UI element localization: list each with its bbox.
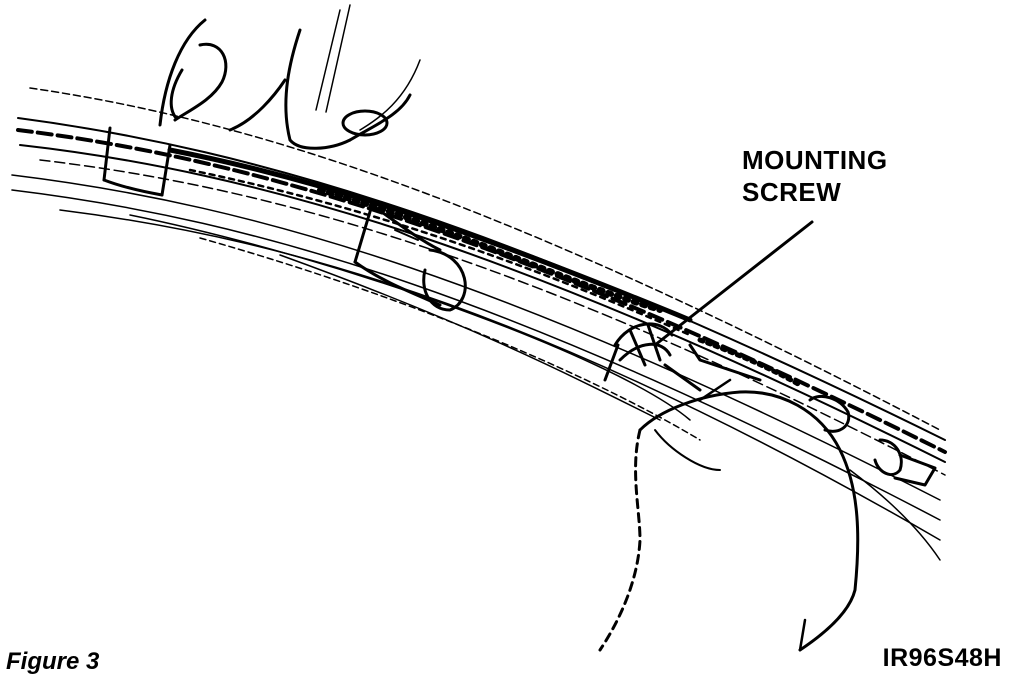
coat-hook-bracket	[158, 4, 421, 150]
retaining-fastener-right	[808, 395, 937, 487]
mounting-screw	[603, 322, 762, 392]
dome-lamp-housing	[353, 203, 467, 312]
figure-caption: Figure 3	[6, 648, 100, 675]
callout-line-1: MOUNTING	[742, 145, 888, 175]
callout-line-2: SCREW	[742, 177, 842, 207]
callout-leader-line	[653, 220, 814, 347]
figure-code: IR96S48H	[882, 644, 1002, 672]
roof-trim-lines	[11, 87, 947, 541]
retaining-clip-left	[102, 126, 172, 197]
headliner-edge-lines	[129, 214, 941, 561]
hand-outline	[598, 378, 860, 652]
mounting-screw-label: MOUNTING SCREW	[742, 144, 888, 208]
